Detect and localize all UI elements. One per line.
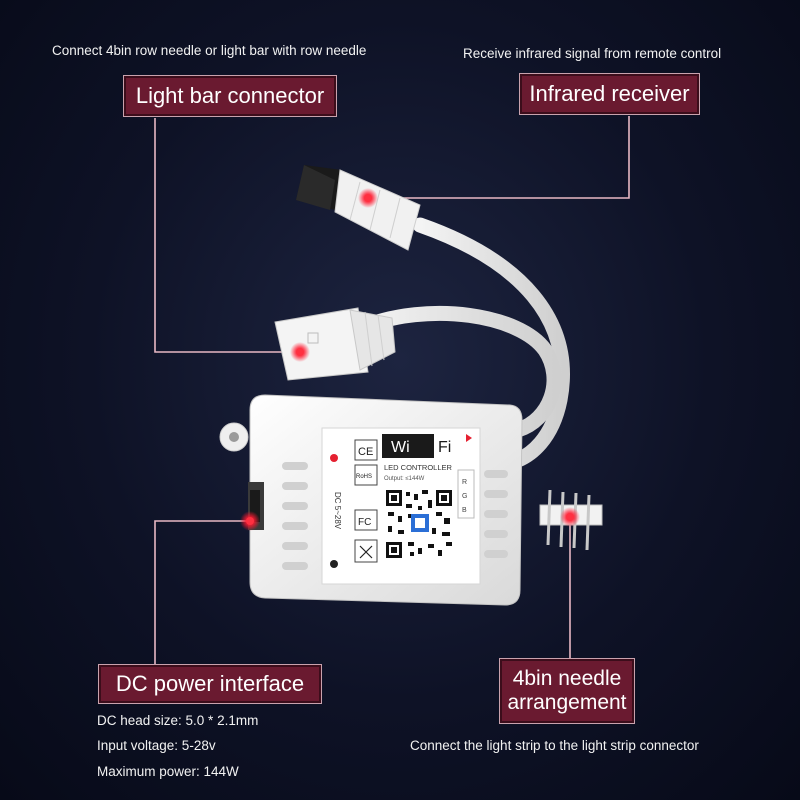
rgb-g: G — [462, 493, 467, 500]
rgb-r: R — [462, 479, 467, 486]
ce-mark: CE — [358, 446, 373, 458]
infrared-caption: Receive infrared signal from remote cont… — [463, 46, 722, 61]
infrared-receiver-head — [296, 165, 421, 251]
rohs-mark: RoHS — [356, 474, 372, 480]
dc-power-interface-label: DC power interface — [98, 664, 322, 704]
dc-voltage-text: DC 5~28V — [333, 492, 342, 530]
dc-head-size-spec: DC head size: 5.0 * 2.1mm — [97, 713, 259, 728]
needle-label-line1: 4bin needle — [512, 667, 622, 690]
infrared-receiver-label: Infrared receiver — [519, 73, 700, 115]
controller-front-label: Wi Fi LED CONTROLLER Output: ≤144W CE Ro… — [321, 427, 481, 585]
input-voltage-spec: Input voltage: 5-28v — [97, 738, 216, 753]
bar-cable — [352, 305, 562, 438]
needle-caption: Connect the light strip to the light str… — [410, 738, 699, 753]
led-controller-text: LED CONTROLLER — [384, 463, 453, 472]
max-power-spec: Maximum power: 144W — [97, 764, 239, 779]
needle-label-line2: arrangement — [507, 691, 627, 714]
output-text: Output: ≤144W — [384, 476, 425, 482]
qr-code — [384, 488, 454, 560]
light-bar-leader — [154, 118, 300, 353]
needle-arrangement-label: 4bin needle arrangement — [499, 658, 635, 724]
fi-text: Fi — [438, 439, 451, 456]
leader-lines — [154, 116, 630, 664]
fc-mark: FC — [358, 517, 371, 528]
wi-text: Wi — [391, 439, 410, 456]
rgb-b: B — [462, 507, 467, 514]
infrared-leader — [368, 116, 630, 199]
marker-dots — [240, 188, 580, 531]
ir-cable — [412, 217, 570, 468]
light-bar-caption: Connect 4bin row needle or light bar wit… — [52, 43, 367, 58]
light-bar-connector-label: Light bar connector — [123, 75, 337, 117]
dc-power-leader — [154, 520, 250, 664]
light-bar-connector-plug — [274, 307, 396, 381]
